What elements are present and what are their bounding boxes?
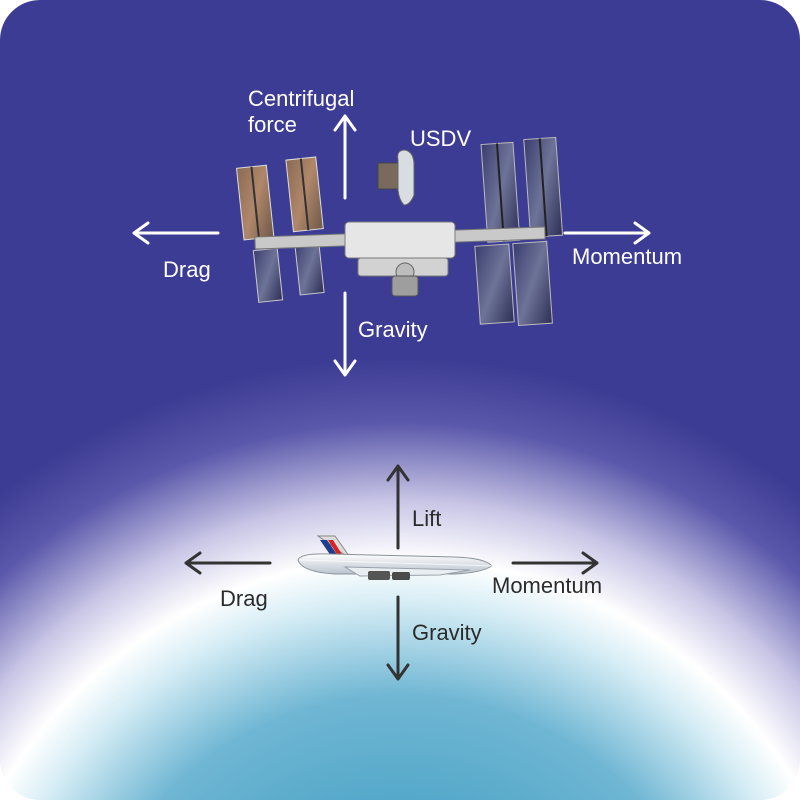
- space-gravity-arrow: [333, 291, 357, 377]
- centrifugal-force-label: Centrifugal force: [248, 86, 355, 137]
- space-drag-arrow: [132, 221, 220, 245]
- air-momentum-label: Momentum: [492, 573, 603, 598]
- airliner-icon: [297, 535, 496, 580]
- space-station-icon: [235, 136, 564, 327]
- space-vehicle-icon: [377, 149, 415, 206]
- air-gravity-arrow: [386, 595, 410, 681]
- space-gravity-label: Gravity: [358, 317, 428, 342]
- lift-arrow: [386, 464, 410, 550]
- usdv-label: USDV: [410, 126, 472, 151]
- air-gravity-label: Gravity: [412, 620, 482, 645]
- space-momentum-label: Momentum: [572, 244, 683, 269]
- space-drag-label: Drag: [163, 257, 211, 282]
- air-drag-label: Drag: [220, 586, 268, 611]
- air-drag-arrow: [184, 551, 272, 575]
- space-momentum-arrow: [563, 221, 651, 245]
- air-momentum-arrow: [511, 551, 599, 575]
- lift-label: Lift: [412, 506, 442, 531]
- centrifugal-force-arrow: [333, 114, 357, 200]
